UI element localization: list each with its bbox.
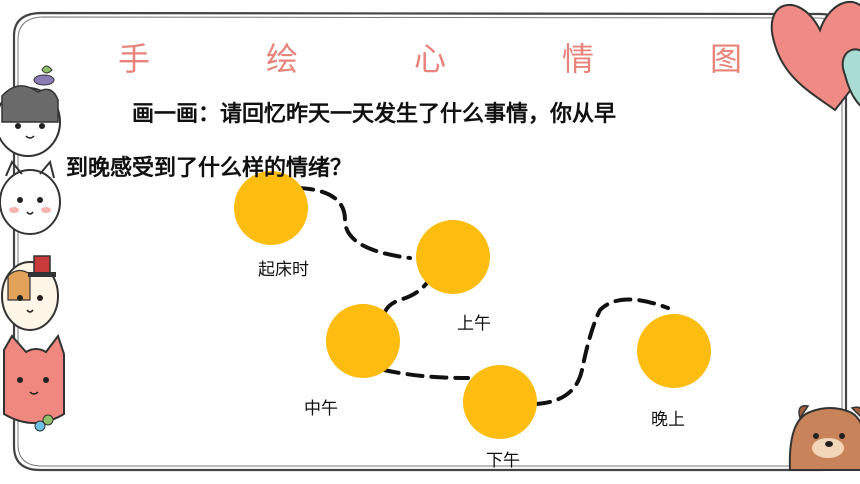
instruction-line-2: 到晚感受到了什么样的情绪？: [66, 156, 353, 181]
mood-circle-wake-up: [234, 171, 308, 245]
cat-sticker-gray-icon: [0, 65, 61, 157]
page-title: 手 绘 心 情 图: [117, 40, 784, 78]
label-morning: 上午: [457, 314, 491, 334]
mood-dashed-path: [296, 186, 670, 406]
mood-circle-morning: [416, 220, 490, 294]
label-afternoon: 下午: [486, 451, 520, 471]
label-evening: 晚上: [651, 410, 685, 430]
cat-sticker-pink-icon: [3, 333, 65, 432]
label-wake-up: 起床时: [258, 260, 309, 280]
cat-sticker-white-icon: [0, 159, 61, 235]
instruction-line-1: 画一画：请回忆昨天一天发生了什么事情，你从早: [132, 102, 617, 127]
mood-circle-noon: [326, 304, 400, 378]
mood-circle-evening: [637, 314, 711, 388]
cat-sticker-tophat-icon: [1, 255, 59, 331]
dog-sticker-icon: [788, 405, 860, 471]
mood-circle-afternoon: [463, 365, 537, 439]
label-noon: 中午: [304, 399, 338, 419]
heart-decoration-icon: [770, 0, 860, 112]
